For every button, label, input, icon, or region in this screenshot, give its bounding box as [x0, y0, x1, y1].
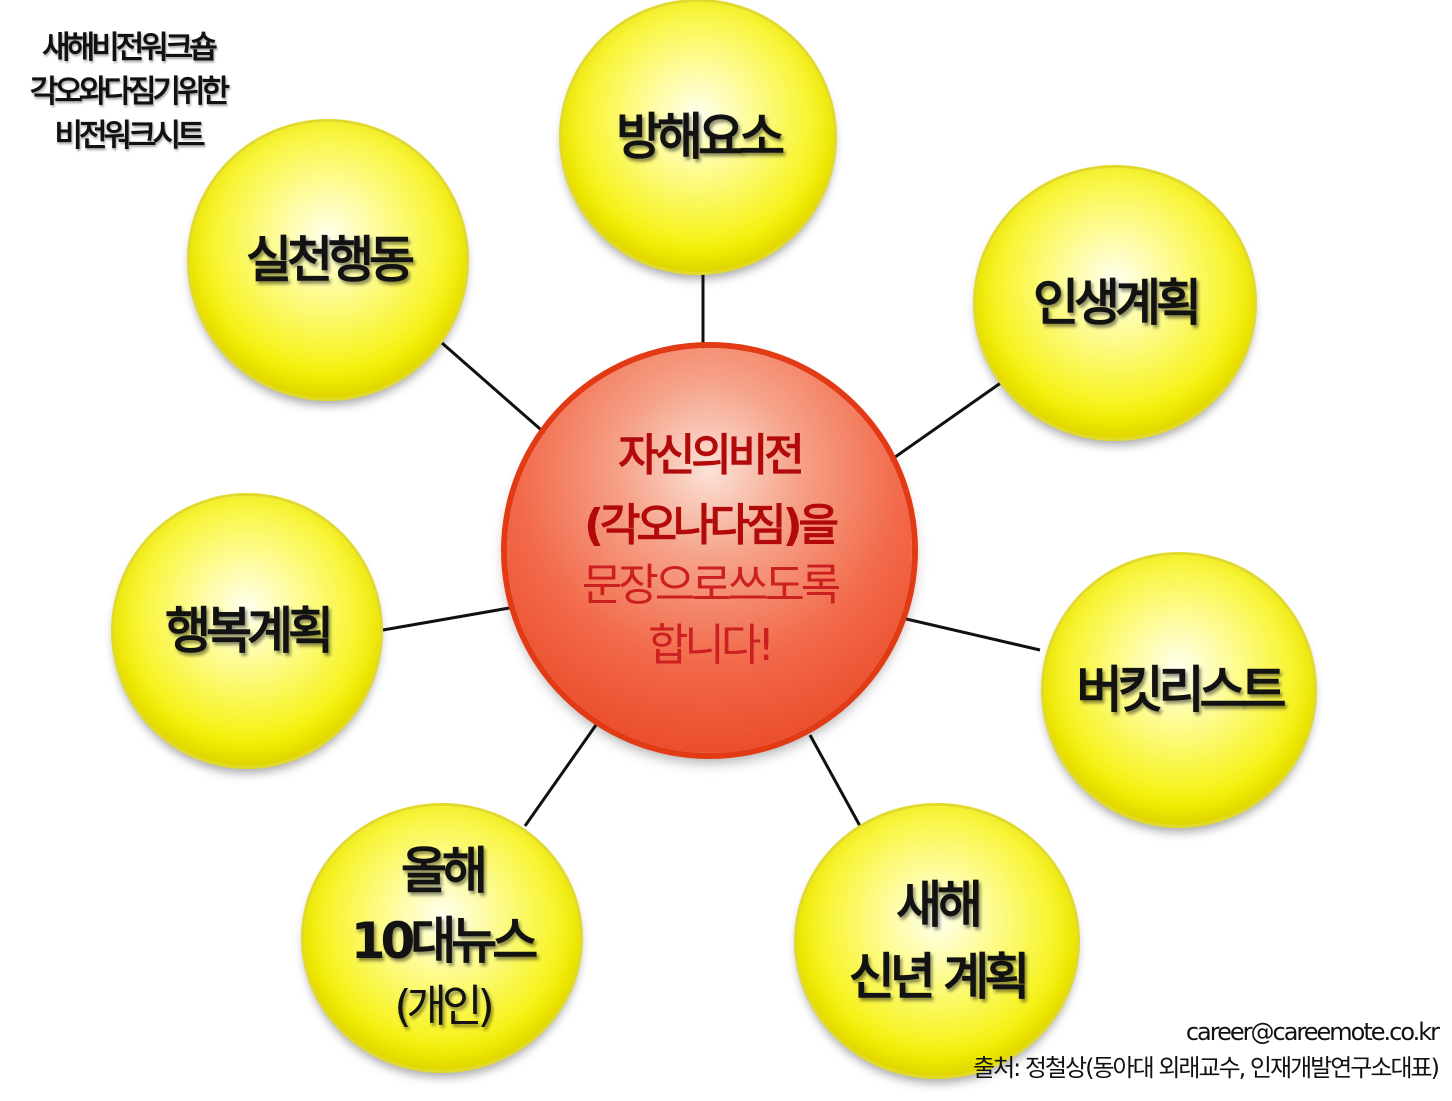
footer-source: 출처: 정철상(동아대 외래교수, 인재개발연구소대표) [972, 1054, 1440, 1082]
node-bucket-list: 버킷리스트 [1044, 555, 1314, 825]
node-bucket-list-label: 버킷리스트 [1076, 661, 1287, 719]
connector-happiness-plan [382, 605, 516, 632]
center-vision-node: 자신의비전 (각오나다짐)을 문장으로쓰도록 합니다! [507, 348, 912, 753]
footer-email: career@careemote.co.kr [1185, 1018, 1440, 1046]
title-line: 비전워크시트 [54, 118, 205, 154]
node-life-plan: 인생계획 [976, 168, 1254, 438]
node-happiness-plan-label: 행복계획 [165, 602, 334, 660]
node-top10-news-line2: 10대뉴스 [350, 912, 539, 970]
node-happiness-plan: 행복계획 [114, 496, 380, 766]
center-line: (각오나다짐)을 [583, 499, 839, 551]
node-obstacles-label: 방해요소 [616, 108, 785, 166]
connector-new-year-plan [808, 734, 862, 827]
node-new-year-plan-line1: 새해 [896, 876, 983, 934]
node-new-year-plan: 새해 신년 계획 [797, 806, 1077, 1076]
connector-top10-news [523, 724, 598, 827]
connector-action [441, 341, 548, 437]
node-life-plan-label: 인생계획 [1033, 274, 1202, 332]
node-obstacles: 방해요소 [562, 2, 834, 272]
node-action-label: 실천행동 [246, 231, 415, 289]
connector-life-plan [887, 380, 1003, 464]
node-new-year-plan-line2: 신년 계획 [848, 948, 1030, 1006]
connector-bucket-list [901, 616, 1041, 652]
title-line: 새해비전워크숍 [42, 30, 218, 66]
node-top10-news: 올해 10대뉴스 (개인) [304, 806, 580, 1070]
worksheet-title: 새해비전워크숍 각오와다짐기위한 비전워크시트 [8, 26, 248, 158]
center-line: 합니다! [647, 619, 775, 671]
node-top10-news-line1: 올해 [401, 842, 488, 900]
title-line: 각오와다짐기위한 [29, 74, 230, 110]
center-line: 자신의비전 [618, 429, 804, 481]
node-action: 실천행동 [190, 122, 466, 398]
node-top10-news-line3: (개인) [394, 981, 494, 1032]
center-line: 문장으로쓰도록 [581, 559, 841, 611]
footer: career@careemote.co.kr 출처: 정철상(동아대 외래교수,… [972, 1014, 1440, 1086]
